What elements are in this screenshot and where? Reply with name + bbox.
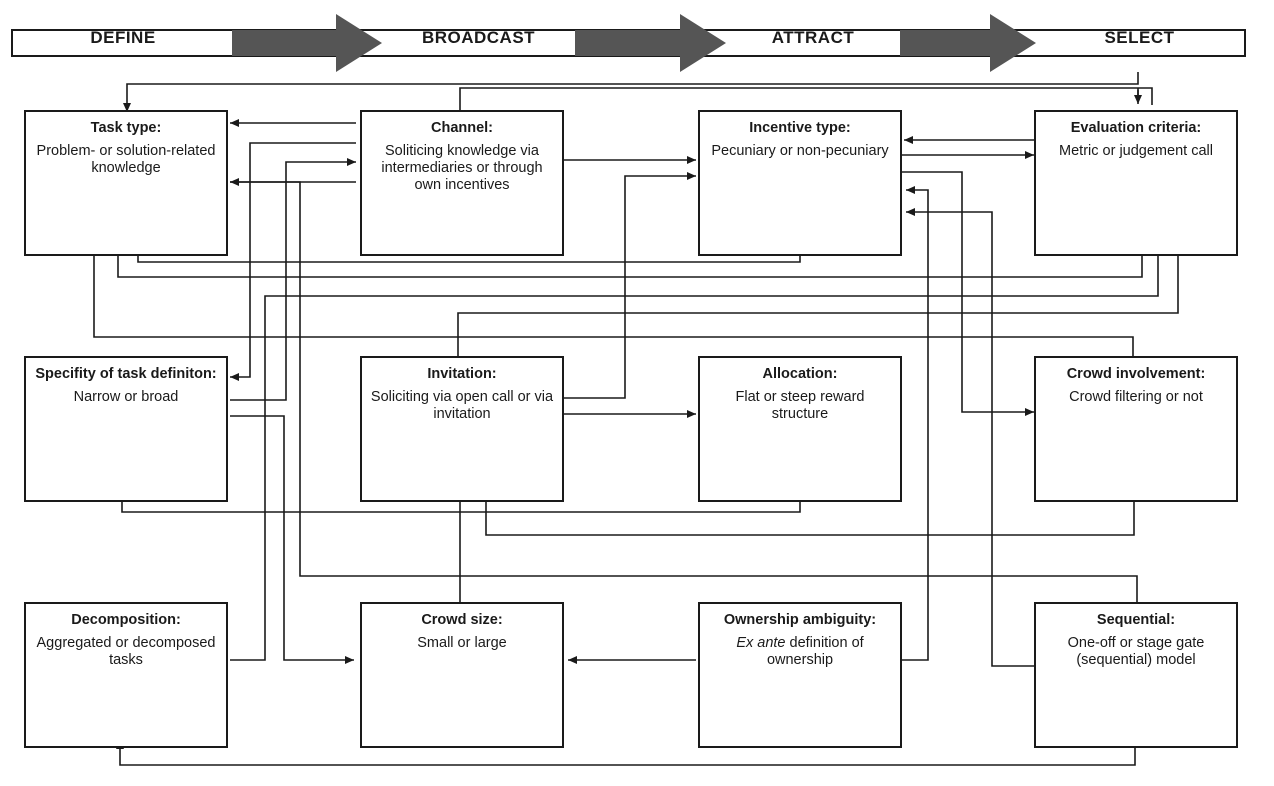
box-decomposition: Decomposition: Aggregated or decomposed … (24, 602, 228, 748)
incentive-type-desc: Pecuniary or non-pecuniary (711, 143, 889, 159)
banner-arrow-3 (900, 14, 1036, 72)
connector-evaluation-to-evaluation (459, 87, 1153, 112)
stage-attract: ATTRACT (771, 28, 855, 47)
connector-invitation-to-evaluation (457, 242, 1182, 356)
box-crowd-involvement: Crowd involvement: Crowd filtering or no… (1034, 356, 1238, 502)
box-invitation: Invitation: Soliciting via open call or … (360, 356, 564, 502)
evaluation-criteria-desc: Metric or judgement call (1059, 143, 1213, 159)
box-specifity: Specifity of task definiton: Narrow or b… (24, 356, 228, 502)
ownership-ambiguity-title: Ownership ambiguity: (723, 612, 877, 628)
crowd-size-title: Crowd size: (421, 612, 503, 628)
decomposition-title: Decomposition: (71, 612, 181, 628)
task-type-title: Task type: (90, 120, 162, 136)
ownership-ambiguity-desc-em: Ex ante (736, 635, 786, 651)
connector-task-to-sequential (230, 181, 1138, 602)
connector-crowd-involvement-to-invitation (482, 478, 1135, 536)
box-evaluation-criteria: Evaluation criteria: Metric or judgement… (1034, 110, 1238, 256)
connector-select-to-task (123, 72, 1139, 112)
channel-title: Channel: (430, 120, 494, 136)
connector-channel-to-specifity (230, 142, 356, 381)
banner-arrow-1 (232, 14, 382, 72)
box-task-type: Task type: Problem- or solution-related … (24, 110, 228, 256)
sequential-desc: One-off or stage gate (sequential) model (1067, 635, 1205, 668)
allocation-desc: Flat or steep reward structure (735, 389, 865, 422)
connector-task-to-evaluation (117, 234, 1146, 278)
crowd-involvement-desc: Crowd filtering or not (1069, 389, 1203, 405)
connector-crowd-involvement-to-task (90, 232, 1134, 356)
process-banner (11, 14, 1246, 72)
box-incentive-type: Incentive type: Pecuniary or non-pecunia… (698, 110, 902, 256)
connector-specifity-to-crowd-size (230, 415, 354, 664)
invitation-title: Invitation: (427, 366, 497, 382)
evaluation-criteria-title: Evaluation criteria: (1070, 120, 1202, 136)
channel-desc: Soliticing knowledge via intermediaries … (381, 143, 543, 193)
connector-invitation-to-incentive (564, 172, 696, 399)
connector-ownership-to-incentive (900, 186, 929, 661)
connector-specifity-to-channel (230, 158, 356, 401)
box-ownership-ambiguity: Ownership ambiguity: Ex ante definition … (698, 602, 902, 748)
task-type-desc: Problem- or solution-related knowledge (36, 143, 216, 176)
connector-sequential-to-decomposition (116, 722, 1136, 766)
connector-incentive-to-crowd-involvement (900, 171, 1034, 416)
crowd-involvement-title: Crowd involvement: (1066, 366, 1206, 382)
specifity-desc: Narrow or broad (73, 389, 179, 405)
connector-sequential-to-incentive (906, 208, 1034, 667)
ownership-ambiguity-desc: Ex ante definition of ownership (708, 635, 892, 669)
stage-select: SELECT (1104, 28, 1175, 47)
ownership-ambiguity-desc-rest: definition of ownership (766, 635, 864, 668)
decomposition-desc: Aggregated or decomposed tasks (36, 635, 216, 668)
connector-decomposition-to-evaluation (230, 232, 1162, 661)
banner-arrow-2 (575, 14, 726, 72)
box-channel: Channel: Soliticing knowledge via interm… (360, 110, 564, 256)
box-sequential: Sequential: One-off or stage gate (seque… (1034, 602, 1238, 748)
box-allocation: Allocation: Flat or steep reward structu… (698, 356, 902, 502)
incentive-type-title: Incentive type: (749, 120, 851, 136)
crowd-size-desc: Small or large (417, 635, 507, 651)
specifity-title: Specifity of task definiton: (35, 366, 217, 382)
allocation-title: Allocation: (762, 366, 838, 382)
sequential-title: Sequential: (1096, 612, 1176, 628)
stage-define: DEFINE (90, 28, 156, 47)
invitation-desc: Soliciting via open call or via invitati… (370, 389, 554, 422)
box-crowd-size: Crowd size: Small or large (360, 602, 564, 748)
stage-broadcast: BROADCAST (421, 28, 536, 47)
